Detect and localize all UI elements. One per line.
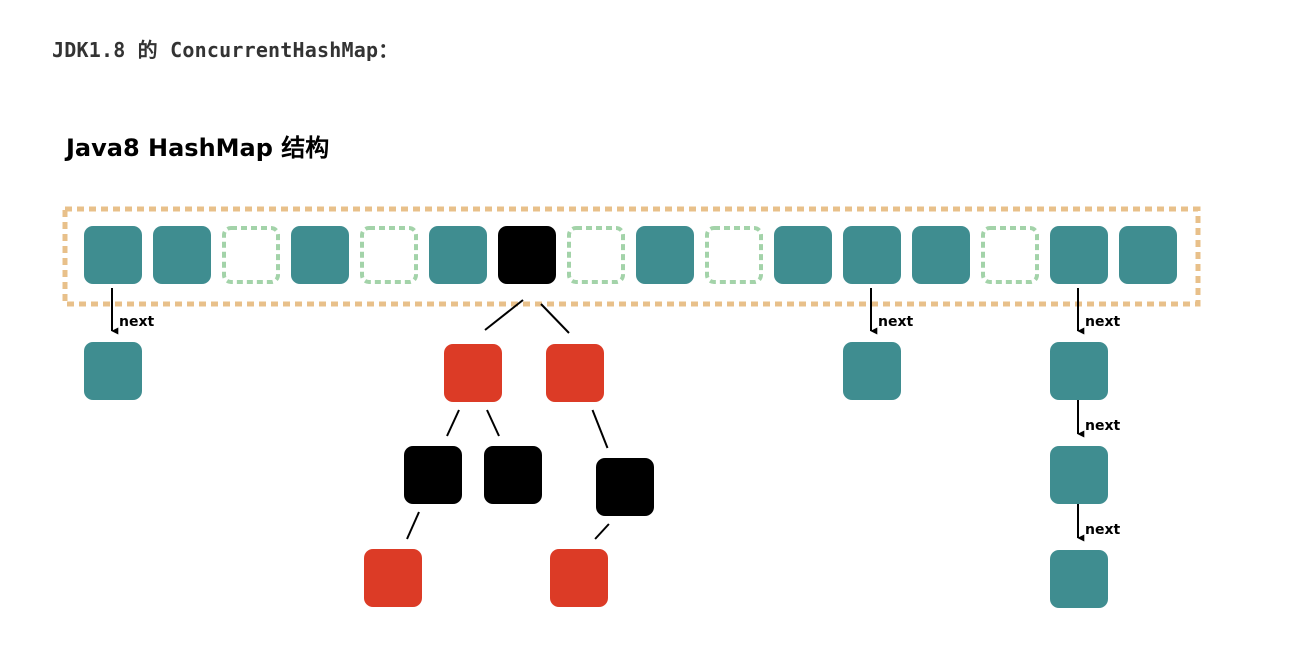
next-label: next [1085, 418, 1120, 434]
tree-edge [486, 409, 500, 437]
filled-bucket [291, 226, 349, 284]
filled-bucket [1050, 226, 1108, 284]
next-label: next [1085, 522, 1120, 538]
chain-node [1050, 550, 1108, 608]
empty-bucket [567, 226, 625, 284]
chain-node [1050, 446, 1108, 504]
tree-edge [540, 303, 570, 334]
empty-bucket [360, 226, 418, 284]
empty-bucket [222, 226, 280, 284]
filled-bucket [84, 226, 142, 284]
tree-edge [594, 523, 610, 540]
tree-edge [591, 409, 609, 449]
bucket-array [84, 226, 1177, 284]
figure-title: Java8 HashMap 结构 [66, 134, 330, 162]
next-label: next [1085, 314, 1120, 330]
red-tree-node [364, 549, 422, 607]
next-label: next [119, 314, 154, 330]
black-tree-node [596, 458, 654, 516]
bucket-array-outline [62, 206, 1201, 307]
tree-root-bucket [498, 226, 556, 284]
tree-edge [406, 511, 420, 540]
filled-bucket [912, 226, 970, 284]
red-tree-node [546, 344, 604, 402]
chain-node [84, 342, 142, 400]
empty-bucket [981, 226, 1039, 284]
red-tree-node [550, 549, 608, 607]
filled-bucket [774, 226, 832, 284]
nodes [84, 342, 1108, 608]
chain-node [843, 342, 901, 400]
empty-bucket [705, 226, 763, 284]
red-tree-node [444, 344, 502, 402]
page-heading: JDK1.8 的 ConcurrentHashMap： [52, 38, 399, 62]
black-tree-node [484, 446, 542, 504]
tree-edge [446, 409, 460, 437]
filled-bucket [636, 226, 694, 284]
links: next next next next next [111, 288, 1120, 542]
filled-bucket [429, 226, 487, 284]
filled-bucket [1119, 226, 1177, 284]
chain-node [1050, 342, 1108, 400]
tree-edge [484, 299, 524, 331]
filled-bucket [843, 226, 901, 284]
black-tree-node [404, 446, 462, 504]
next-label: next [878, 314, 913, 330]
filled-bucket [153, 226, 211, 284]
